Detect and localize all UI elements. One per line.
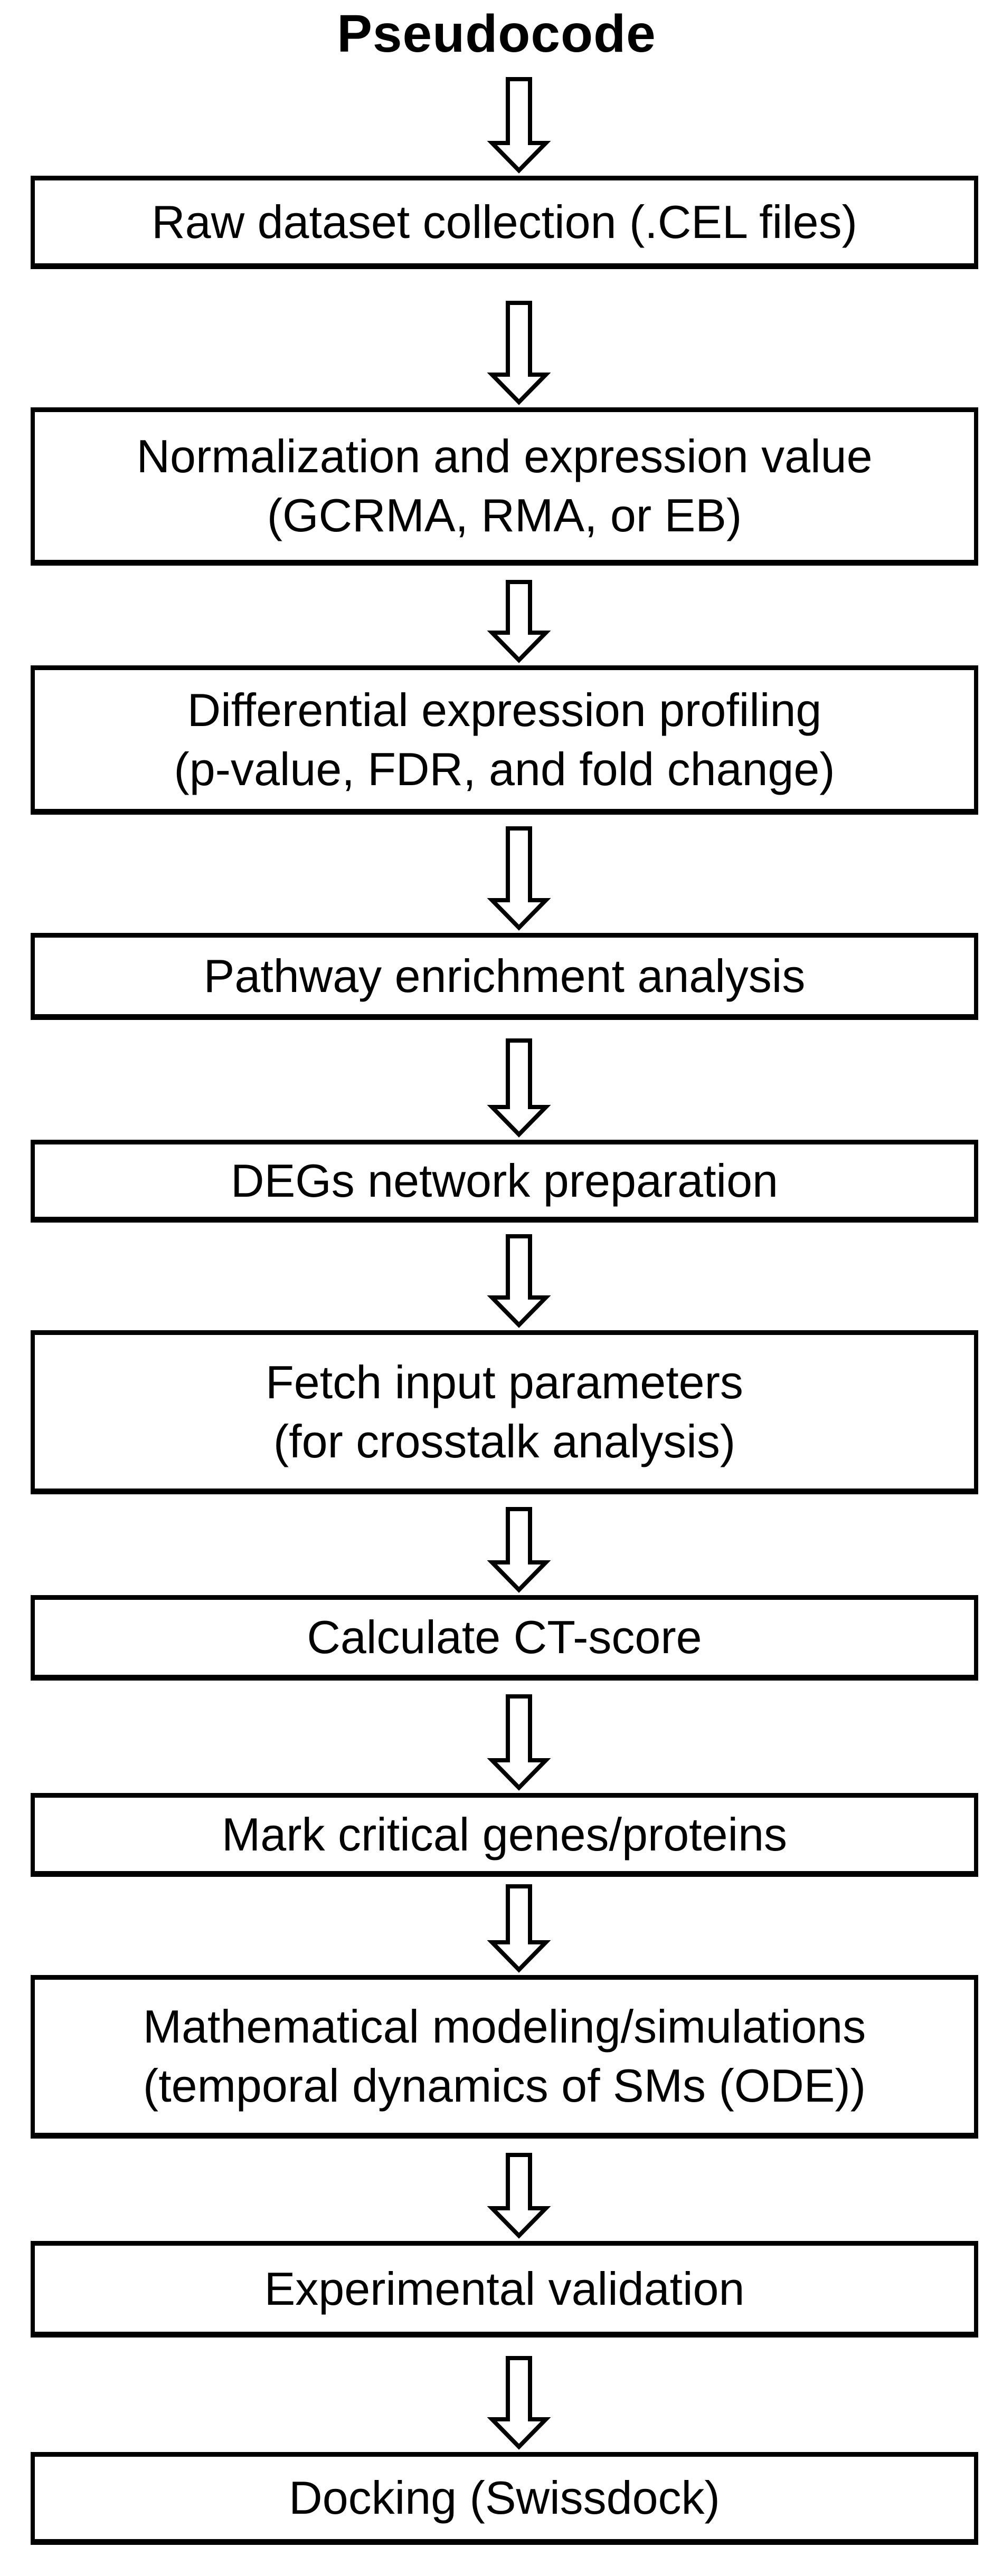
flow-step-mark-critical-genes: Mark critical genes/proteins — [31, 1793, 978, 1877]
flow-step-fetch-parameters: Fetch input parameters (for crosstalk an… — [31, 1330, 978, 1494]
step-sublabel: (GCRMA, RMA, or EB) — [267, 489, 742, 541]
connector-gap — [0, 1877, 993, 1975]
title-row: Pseudocode — [0, 0, 993, 61]
step-sublabel: (p-value, FDR, and fold change) — [174, 742, 835, 795]
down-arrow-icon — [486, 1694, 551, 1791]
step-label: Normalization and expression value — [136, 430, 873, 482]
flow-step-degs-network: DEGs network preparation — [31, 1140, 978, 1223]
connector-gap — [0, 1681, 993, 1793]
step-label: DEGs network preparation — [231, 1154, 778, 1207]
connector-gap — [0, 815, 993, 933]
step-sublabel: (temporal dynamics of SMs (ODE)) — [143, 2059, 866, 2112]
step-label: Differential expression profiling — [187, 683, 822, 736]
step-sublabel: (for crosstalk analysis) — [273, 1415, 736, 1467]
connector-gap — [0, 2139, 993, 2241]
down-arrow-icon — [486, 77, 551, 174]
step-label: Experimental validation — [264, 2262, 745, 2315]
connector-gap — [0, 1020, 993, 1140]
connector-gap — [0, 1223, 993, 1330]
down-arrow-icon — [486, 2356, 551, 2450]
connector-gap — [0, 2338, 993, 2452]
down-arrow-icon — [486, 1507, 551, 1593]
flow-step-calculate-ct-score: Calculate CT-score — [31, 1595, 978, 1681]
page-title: Pseudocode — [337, 4, 656, 63]
down-arrow-icon — [486, 2153, 551, 2239]
flow-step-normalization: Normalization and expression value (GCRM… — [31, 407, 978, 566]
step-label: Mark critical genes/proteins — [221, 1808, 788, 1861]
down-arrow-icon — [486, 1884, 551, 1973]
step-label: Pathway enrichment analysis — [203, 949, 806, 1002]
down-arrow-icon — [486, 1234, 551, 1328]
step-label: Mathematical modeling/simulations — [143, 2000, 866, 2053]
step-label: Docking (Swissdock) — [289, 2472, 720, 2524]
down-arrow-icon — [486, 1038, 551, 1138]
down-arrow-icon — [486, 580, 551, 663]
down-arrow-icon — [486, 826, 551, 931]
flow-step-pathway-enrichment: Pathway enrichment analysis — [31, 933, 978, 1020]
step-label: Calculate CT-score — [307, 1611, 702, 1663]
connector-gap — [0, 61, 993, 176]
connector-gap — [0, 1494, 993, 1595]
step-label: Fetch input parameters — [266, 1356, 743, 1408]
flow-step-raw-dataset: Raw dataset collection (.CEL files) — [31, 176, 978, 269]
step-label: Raw dataset collection (.CEL files) — [152, 195, 857, 248]
flow-step-experimental-validation: Experimental validation — [31, 2241, 978, 2338]
flow-step-docking: Docking (Swissdock) — [31, 2452, 978, 2545]
flow-step-differential-expression: Differential expression profiling (p-val… — [31, 665, 978, 815]
down-arrow-icon — [486, 301, 551, 405]
connector-gap — [0, 269, 993, 407]
flow-step-mathematical-modeling: Mathematical modeling/simulations (tempo… — [31, 1975, 978, 2139]
connector-gap — [0, 566, 993, 665]
